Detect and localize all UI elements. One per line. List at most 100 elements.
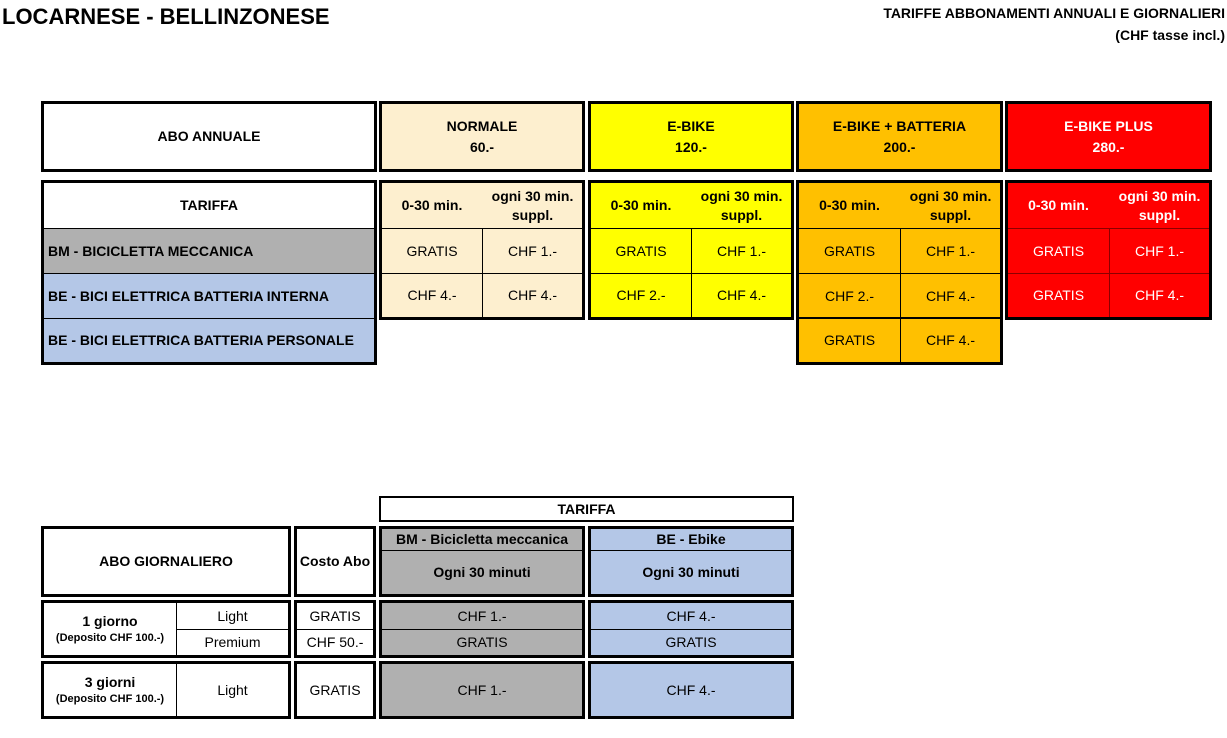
- col-first-label: 0-30 min.: [819, 197, 880, 214]
- plan-header-content: NORMALE 60.-: [382, 104, 582, 169]
- three-days-block: 3 giorni (Deposito CHF 100.-) Light: [41, 661, 291, 719]
- abo-annuale-label: ABO ANNUALE: [157, 128, 261, 145]
- three-days-deposit: (Deposito CHF 100.-): [55, 693, 165, 706]
- col-extra-label: ogni 30 min. suppl.: [901, 183, 1000, 228]
- price-cell: GRATIS: [823, 242, 876, 259]
- plan-header-ebike: E-BIKE 120.-: [588, 101, 794, 172]
- three-days-title: 3 giorni: [84, 674, 136, 691]
- page-title: LOCARNESE - BELLINZONESE: [2, 4, 330, 29]
- one-day-cost: GRATIS CHF 50.-: [294, 600, 376, 658]
- be-price-cell: CHF 4.-: [666, 681, 716, 698]
- plan-name: E-BIKE PLUS: [1064, 118, 1153, 135]
- price-cell: CHF 2.-: [825, 287, 874, 304]
- price-cell: GRATIS: [823, 332, 876, 349]
- be-every-30: Ogni 30 minuti: [642, 564, 740, 581]
- col-first-label: 0-30 min.: [1028, 197, 1089, 214]
- daily-be-header: BE - Ebike Ogni 30 minuti: [588, 526, 794, 597]
- one-day-be: CHF 4.- GRATIS: [588, 600, 794, 658]
- plan-name: E-BIKE: [667, 118, 715, 135]
- plan-name: E-BIKE + BATTERIA: [832, 118, 967, 135]
- col-extra-line2: suppl.: [511, 206, 554, 223]
- price-cell: CHF 4.-: [508, 287, 557, 304]
- plan-header-content: E-BIKE PLUS 280.-: [1008, 104, 1209, 169]
- subtitle-line-1: TARIFFE ABBONAMENTI ANNUALI E GIORNALIER…: [883, 5, 1225, 21]
- plan-price: 280.-: [1092, 138, 1125, 155]
- three-days-label: 3 giorni (Deposito CHF 100.-): [44, 664, 176, 716]
- row-label-be-personale: BE - BICI ELETTRICA BATTERIA PERSONALE: [44, 319, 374, 362]
- tariffa-label: TARIFFA: [44, 183, 374, 228]
- price-cell: GRATIS: [1032, 242, 1085, 259]
- one-day-block: 1 giorno (Deposito CHF 100.-) Light Prem…: [41, 600, 291, 658]
- col-extra-line2: suppl.: [929, 206, 972, 223]
- costo-abo-header: Costo Abo: [294, 526, 376, 597]
- price-cell: GRATIS: [406, 242, 458, 259]
- plan-price: 200.-: [883, 138, 916, 155]
- price-cell: GRATIS: [1032, 287, 1085, 304]
- one-day-label: 1 giorno (Deposito CHF 100.-): [44, 603, 176, 655]
- price-cell: CHF 1.-: [926, 242, 975, 259]
- bm-every-30: Ogni 30 minuti: [433, 564, 531, 581]
- price-cell: CHF 1.-: [717, 242, 766, 259]
- plan-header-content: E-BIKE + BATTERIA 200.-: [799, 104, 1000, 169]
- col-extra-line1: ogni 30 min.: [491, 188, 574, 205]
- plan-header-ebike-batteria: E-BIKE + BATTERIA 200.-: [796, 101, 1003, 172]
- col-extra-line2: suppl.: [720, 206, 763, 223]
- plan-body-ebike-batteria: 0-30 min. ogni 30 min. suppl. GRATIS CHF…: [796, 180, 1003, 365]
- subtitle-line-2: (CHF tasse incl.): [1115, 27, 1225, 44]
- cost-cell: GRATIS: [309, 607, 361, 624]
- plan-body-normale: 0-30 min. ogni 30 min. suppl. GRATIS CHF…: [379, 180, 585, 320]
- price-cell: CHF 4.-: [1135, 287, 1184, 304]
- bm-price-cell: CHF 1.-: [457, 681, 507, 698]
- annual-row-labels: TARIFFA BM - BICICLETTA MECCANICA BE - B…: [41, 180, 377, 365]
- three-days-cost: GRATIS: [294, 661, 376, 719]
- be-price-cell: GRATIS: [665, 634, 717, 651]
- row-label-bm: BM - BICICLETTA MECCANICA: [44, 229, 374, 273]
- type-light: Light: [217, 607, 248, 624]
- page-subtitle: TARIFFE ABBONAMENTI ANNUALI E GIORNALIER…: [883, 2, 1225, 47]
- abo-giornaliero-label: ABO GIORNALIERO: [99, 553, 233, 570]
- col-extra-line1: ogni 30 min.: [700, 188, 783, 205]
- be-price-cell: CHF 4.-: [666, 607, 716, 624]
- costo-abo-label: Costo Abo: [299, 553, 371, 570]
- row-label-be-interna: BE - BICI ELETTRICA BATTERIA INTERNA: [44, 274, 374, 318]
- three-days-bm: CHF 1.-: [379, 661, 585, 719]
- daily-bm-header: BM - Bicicletta meccanica Ogni 30 minuti: [379, 526, 585, 597]
- col-extra-label: ogni 30 min. suppl.: [692, 183, 791, 228]
- cost-cell: GRATIS: [309, 681, 361, 698]
- plan-price: 120.-: [675, 138, 707, 155]
- price-cell: CHF 1.-: [1135, 242, 1184, 259]
- plan-header-ebike-plus: E-BIKE PLUS 280.-: [1005, 101, 1212, 172]
- cost-cell: CHF 50.-: [306, 634, 364, 651]
- type-premium: Premium: [204, 634, 261, 651]
- price-cell: CHF 1.-: [508, 242, 557, 259]
- col-first-label: 0-30 min.: [610, 197, 672, 214]
- plan-body-ebike-plus: 0-30 min. ogni 30 min. suppl. GRATIS CHF…: [1005, 180, 1212, 320]
- one-day-bm: CHF 1.- GRATIS: [379, 600, 585, 658]
- col-first-label: 0-30 min.: [401, 197, 463, 214]
- price-cell: CHF 4.-: [717, 287, 766, 304]
- type-light: Light: [217, 681, 248, 698]
- col-extra-label: ogni 30 min. suppl.: [1110, 183, 1209, 228]
- abo-giornaliero-header: ABO GIORNALIERO: [41, 526, 291, 597]
- three-days-be: CHF 4.-: [588, 661, 794, 719]
- price-cell: CHF 2.-: [616, 287, 666, 304]
- plan-header-content: E-BIKE 120.-: [591, 104, 791, 169]
- col-extra-line2: suppl.: [1138, 206, 1181, 223]
- col-extra-line1: ogni 30 min.: [1118, 188, 1201, 205]
- one-day-deposit: (Deposito CHF 100.-): [55, 632, 165, 645]
- bm-price-cell: GRATIS: [456, 634, 508, 651]
- bm-price-cell: CHF 1.-: [457, 607, 507, 624]
- be-label: BE - Ebike: [656, 531, 726, 548]
- plan-price: 60.-: [469, 138, 495, 155]
- abo-annuale-header: ABO ANNUALE: [41, 101, 377, 172]
- one-day-title: 1 giorno: [82, 613, 138, 630]
- daily-tariffa-header: TARIFFA: [379, 496, 794, 522]
- price-cell: GRATIS: [615, 242, 667, 259]
- price-cell: CHF 4.-: [926, 332, 975, 349]
- plan-name: NORMALE: [446, 118, 518, 135]
- col-extra-label: ogni 30 min. suppl.: [483, 183, 582, 228]
- price-cell: CHF 4.-: [407, 287, 457, 304]
- plan-body-ebike: 0-30 min. ogni 30 min. suppl. GRATIS CHF…: [588, 180, 794, 320]
- plan-header-normale: NORMALE 60.-: [379, 101, 585, 172]
- daily-tariffa-label: TARIFFA: [557, 500, 616, 517]
